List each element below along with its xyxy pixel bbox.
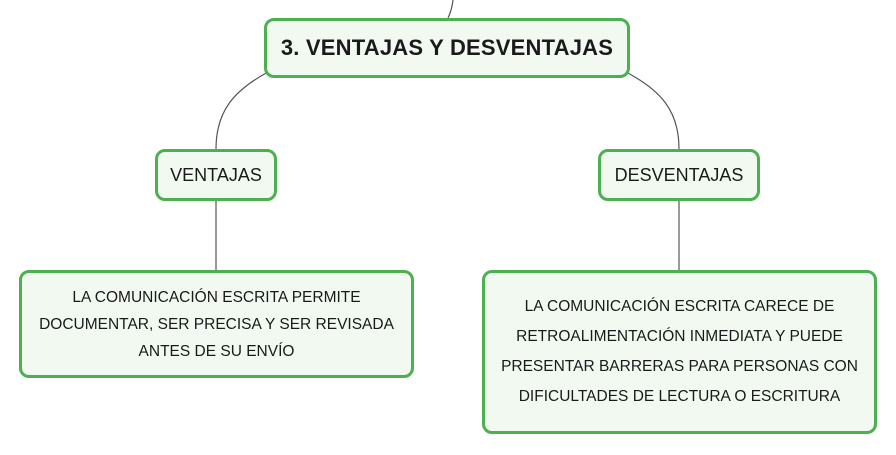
desventajas-label: DESVENTAJAS — [614, 164, 744, 185]
ventajas-node[interactable]: VENTAJAS — [155, 149, 277, 201]
desventajas-description-text: LA COMUNICACIÓN ESCRITA CARECE DE RETROA… — [501, 298, 858, 405]
root-topic-label: 3. VENTAJAS Y DESVENTAJAS — [280, 35, 614, 60]
connector-root-to-ventajas — [215, 71, 269, 150]
ventajas-description-text: LA COMUNICACIÓN ESCRITA PERMITE DOCUMENT… — [39, 288, 394, 360]
desventajas-node[interactable]: DESVENTAJAS — [598, 149, 760, 201]
connector-parent-to-root — [447, 0, 454, 19]
desventajas-description-node[interactable]: LA COMUNICACIÓN ESCRITA CARECE DE RETROA… — [482, 270, 877, 434]
ventajas-label: VENTAJAS — [170, 164, 262, 185]
root-topic-node[interactable]: 3. VENTAJAS Y DESVENTAJAS — [264, 18, 630, 78]
ventajas-description-node[interactable]: LA COMUNICACIÓN ESCRITA PERMITE DOCUMENT… — [19, 270, 414, 378]
connector-root-to-desventajas — [625, 71, 680, 150]
